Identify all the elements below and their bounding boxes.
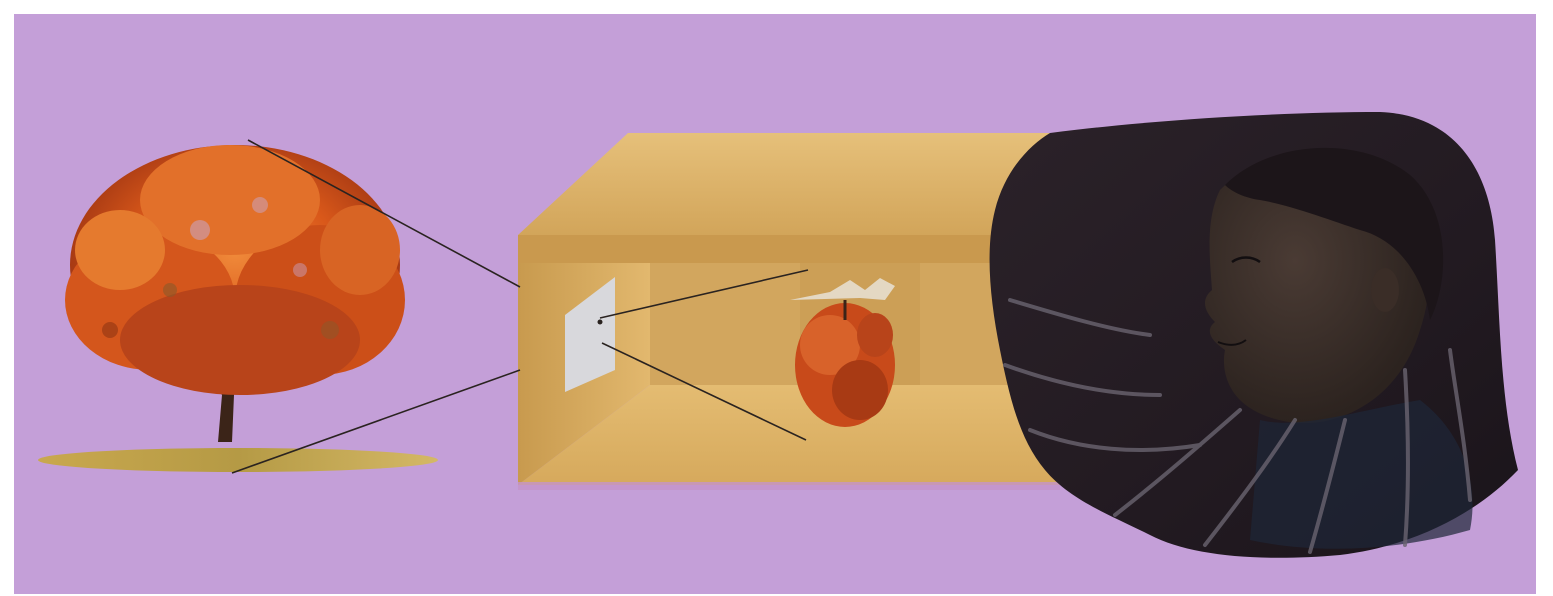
- box-top: [518, 133, 1060, 235]
- tree-illustration: [38, 145, 438, 472]
- ground-patch: [38, 448, 438, 472]
- pinhole-dot: [598, 320, 603, 325]
- box-top-rim: [518, 235, 1060, 263]
- tree-foliage: [65, 145, 405, 395]
- viewer-with-cloth: [990, 112, 1518, 558]
- camera-obscura-box: [518, 133, 1060, 490]
- viewer-ear: [1371, 268, 1399, 312]
